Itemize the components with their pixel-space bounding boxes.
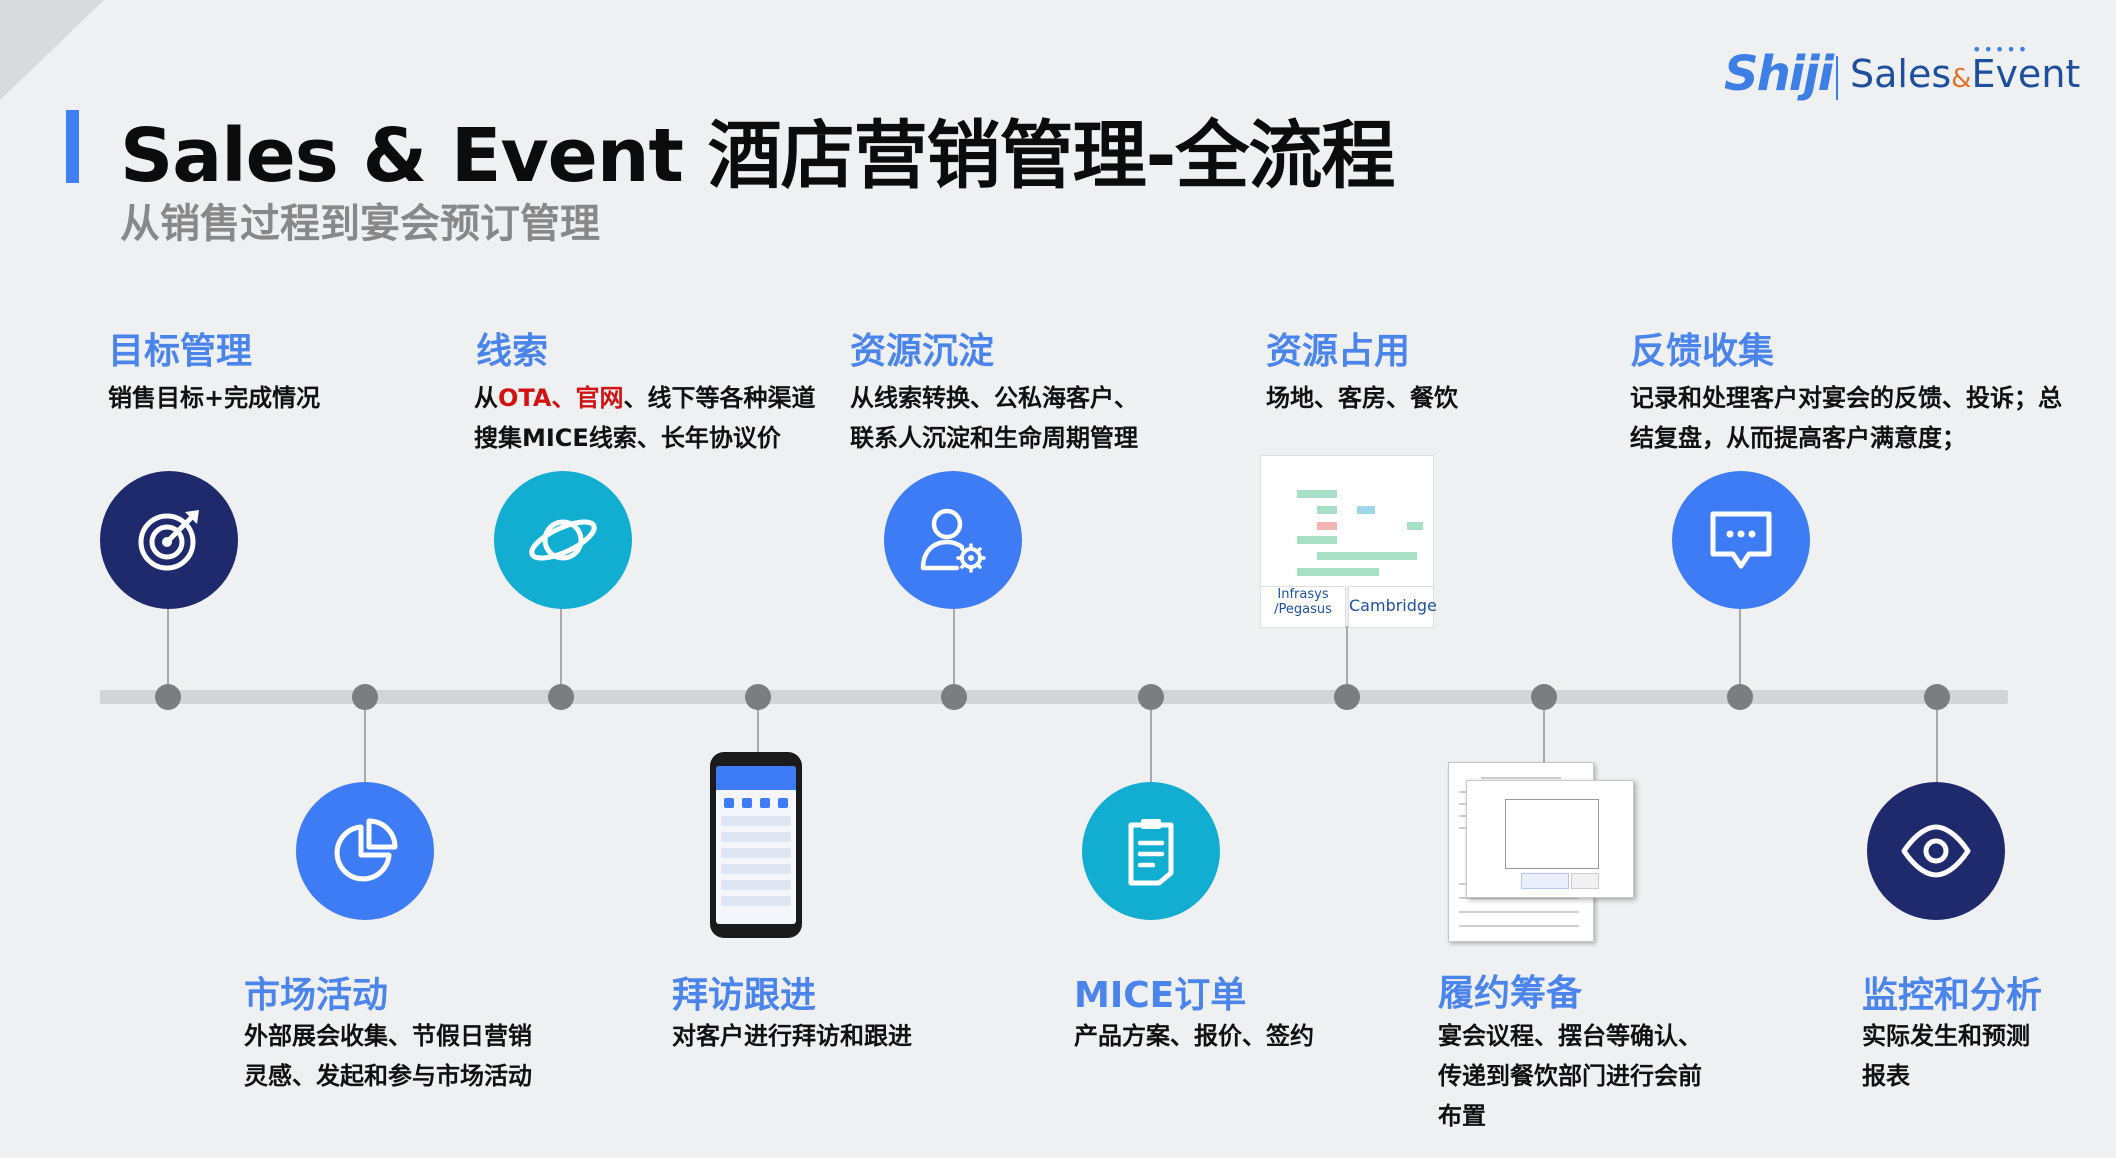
resource-gantt-screenshot — [1260, 455, 1434, 589]
connector-s1 — [167, 605, 169, 690]
page-title: Sales & Event 酒店营销管理-全流程 — [120, 113, 1395, 199]
connector-s3 — [560, 605, 562, 690]
timeline-node-7 — [1334, 684, 1360, 710]
floor-plan-edit-button — [1571, 873, 1599, 889]
target-icon — [138, 510, 199, 571]
pie-chart-icon — [334, 818, 398, 882]
floor-plan-layout — [1505, 799, 1599, 869]
stage-desc-resources: 从线索转换、公私海客户、联系人沉淀和生命周期管理 — [850, 384, 1138, 452]
stage-desc-leads: 从OTA、官网、线下等各种渠道搜集MICE线索、长年协议价 — [474, 384, 816, 452]
timeline-bar — [100, 690, 2008, 704]
connector-s10 — [1936, 704, 1938, 784]
stage-title-target: 目标管理 — [108, 331, 253, 372]
highlight-ota: OTA — [498, 384, 552, 412]
shiji-logo-text: Shiji — [1724, 46, 1834, 102]
connector-s8 — [1543, 704, 1545, 762]
stage-desc-fulfillment: 宴会议程、摆台等确认、传递到餐饮部门进行会前布置 — [1438, 1022, 1702, 1130]
timeline-node-10 — [1924, 684, 1950, 710]
timeline-node-1 — [155, 684, 181, 710]
target-icon-circle — [100, 471, 238, 609]
planet-icon-circle — [494, 471, 632, 609]
connector-s6 — [1150, 704, 1152, 784]
highlight-official-site: 官网 — [575, 384, 624, 412]
user-settings-icon — [920, 508, 986, 573]
timeline-node-8 — [1531, 684, 1557, 710]
stage-desc-target: 销售目标+完成情况 — [108, 384, 321, 412]
page-subtitle: 从销售过程到宴会预订管理 — [120, 201, 600, 247]
eye-icon-circle — [1867, 782, 2005, 920]
stage-title-visit: 拜访跟进 — [672, 975, 817, 1016]
stage-desc-feedback: 记录和处理客户对宴会的反馈、投诉；总结复盘，从而提高客户满意度； — [1630, 384, 2062, 452]
connector-s7 — [1346, 626, 1348, 690]
connector-s9 — [1739, 605, 1741, 690]
connector-s5 — [953, 605, 955, 690]
clipboard-icon — [1128, 819, 1174, 886]
stage-title-resources: 资源沉淀 — [850, 331, 995, 372]
title-accent-bar — [66, 110, 79, 183]
connector-s4 — [757, 704, 759, 752]
sales-event-logo-text: Sales&Event — [1850, 52, 2081, 96]
infrasys-pegasus-logo: Infrasys /Pegasus — [1260, 586, 1346, 628]
stage-desc-mice: 产品方案、报价、签约 — [1074, 1022, 1314, 1050]
connector-s2 — [364, 704, 366, 784]
timeline-node-3 — [548, 684, 574, 710]
stage-desc-marketing: 外部展会收集、节假日营销灵感、发起和参与市场活动 — [244, 1022, 532, 1090]
chat-bubble-icon — [1710, 511, 1772, 569]
shiji-sales-event-logo: Shiji Sales&Event ••••• — [1724, 40, 2080, 110]
stage-desc-allocation: 场地、客房、餐饮 — [1266, 384, 1458, 412]
eye-icon — [1901, 824, 1971, 878]
logo-divider — [1836, 56, 1838, 100]
planet-icon — [529, 519, 597, 561]
floor-plan-detail-button — [1521, 873, 1569, 889]
stage-title-monitoring: 监控和分析 — [1862, 975, 2043, 1016]
chat-bubble-icon-circle — [1672, 471, 1810, 609]
stage-title-feedback: 反馈收集 — [1630, 331, 1775, 372]
timeline-node-5 — [941, 684, 967, 710]
timeline-node-6 — [1138, 684, 1164, 710]
stage-title-leads: 线索 — [476, 331, 549, 372]
page-corner-fold — [0, 0, 104, 100]
stage-title-allocation: 资源占用 — [1266, 331, 1411, 372]
pie-chart-icon-circle — [296, 782, 434, 920]
timeline-node-9 — [1727, 684, 1753, 710]
floor-plan-document — [1466, 780, 1634, 898]
timeline-node-4 — [745, 684, 771, 710]
timeline-node-2 — [352, 684, 378, 710]
stage-desc-monitoring: 实际发生和预测报表 — [1862, 1022, 2030, 1090]
stage-desc-visit: 对客户进行拜访和跟进 — [672, 1022, 912, 1050]
logo-dots: ••••• — [1972, 40, 2030, 59]
stage-title-marketing: 市场活动 — [244, 975, 389, 1016]
user-settings-icon-circle — [884, 471, 1022, 609]
stage-title-mice: MICE订单 — [1074, 975, 1247, 1016]
mobile-app-screenshot — [710, 752, 802, 938]
stage-title-fulfillment: 履约筹备 — [1438, 973, 1583, 1014]
cambridge-logo: Cambridge — [1348, 586, 1437, 628]
clipboard-icon-circle — [1082, 782, 1220, 920]
